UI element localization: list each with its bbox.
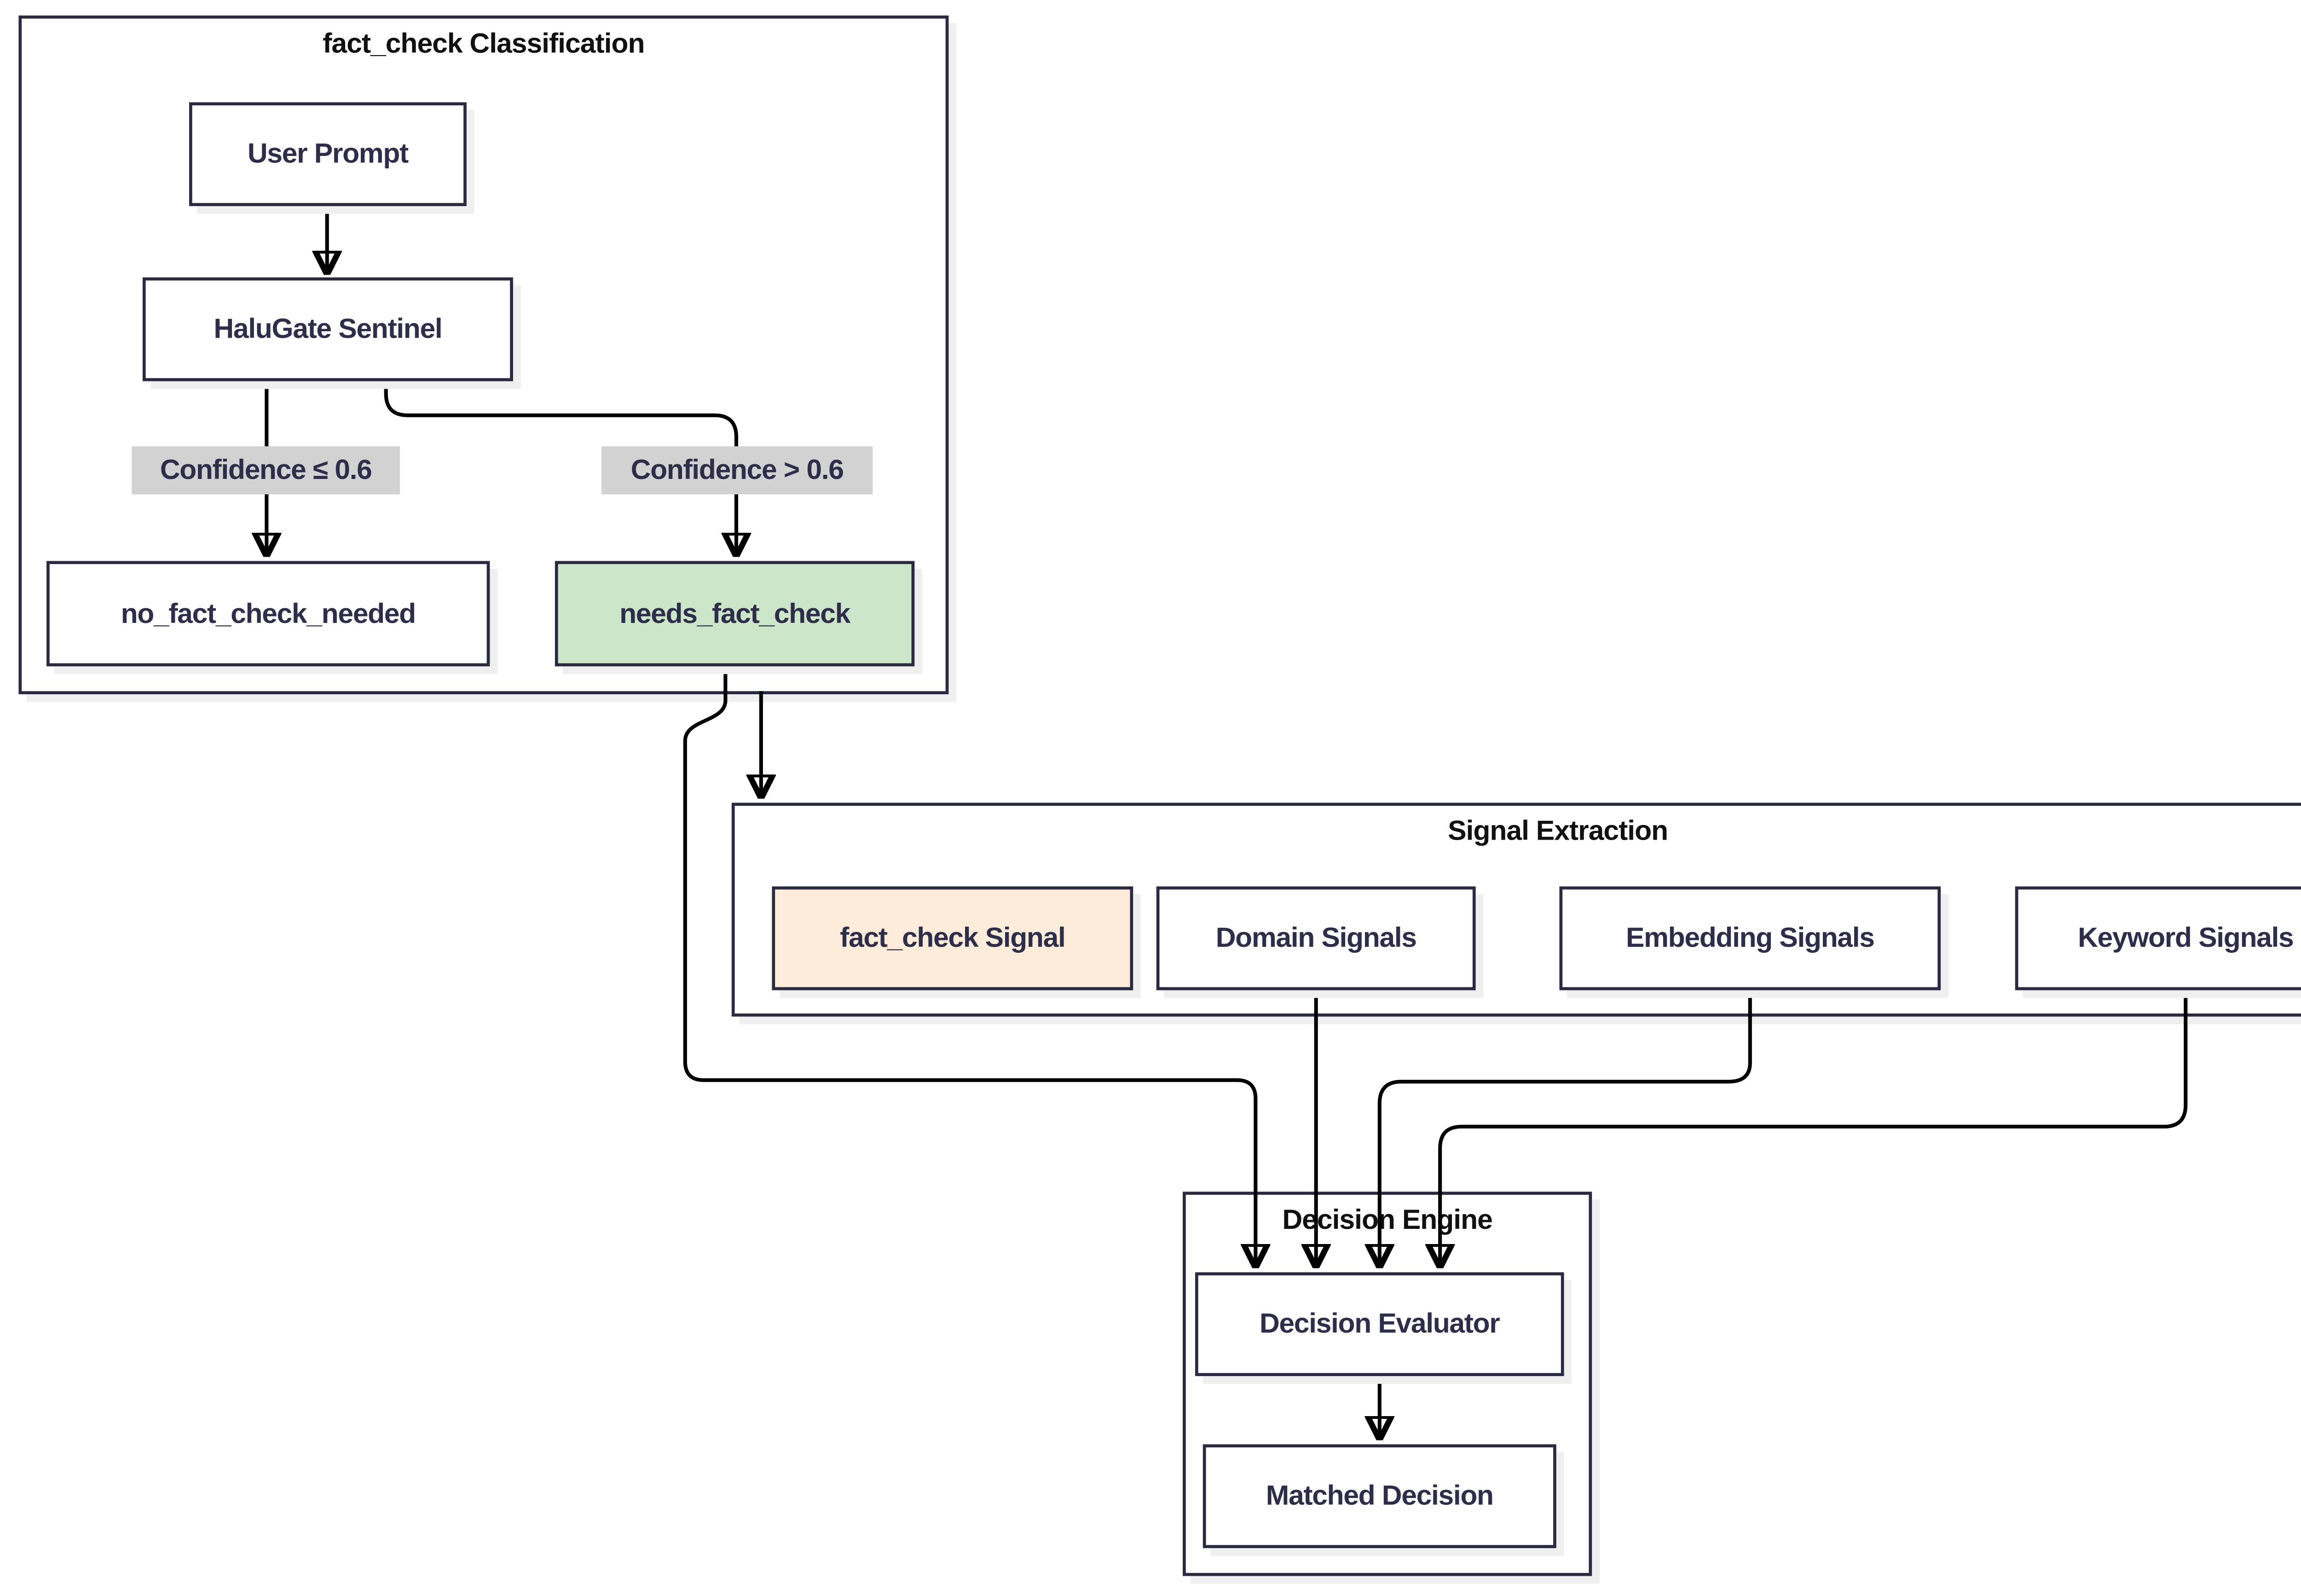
edge-label-confidence-low: Confidence ≤ 0.6 <box>132 446 400 495</box>
subgraph-title-signal-extraction: Signal Extraction <box>1448 815 1668 847</box>
edge-keyword-to-evaluator <box>1440 990 2188 1264</box>
node-domain-signals: Domain Signals <box>1156 886 1476 991</box>
node-embedding-signals: Embedding Signals <box>1559 886 1941 991</box>
edge-embedding-to-evaluator <box>1380 990 1752 1264</box>
edge-halugate-to-needs-fact-check <box>384 381 736 553</box>
node-fact-check-signal: fact_check Signal <box>772 886 1133 991</box>
node-keyword-signals: Keyword Signals <box>2015 886 2301 991</box>
node-needs-fact-check: needs_fact_check <box>555 561 915 667</box>
node-no-fact-check-needed: no_fact_check_needed <box>46 561 490 667</box>
node-user-prompt: User Prompt <box>189 102 467 206</box>
subgraph-fact-check-classification: fact_check Classification <box>18 15 949 694</box>
subgraph-signal-extraction: Signal Extraction <box>731 802 2301 1017</box>
node-decision-evaluator: Decision Evaluator <box>1195 1272 1564 1377</box>
subgraph-title-fact-check-classification: fact_check Classification <box>323 28 645 59</box>
edge-needs-fact-check-to-evaluator <box>683 666 1256 1264</box>
node-matched-decision: Matched Decision <box>1203 1444 1556 1548</box>
edge-label-confidence-high: Confidence > 0.6 <box>601 446 873 495</box>
node-halugate-sentinel: HaluGate Sentinel <box>142 277 513 381</box>
